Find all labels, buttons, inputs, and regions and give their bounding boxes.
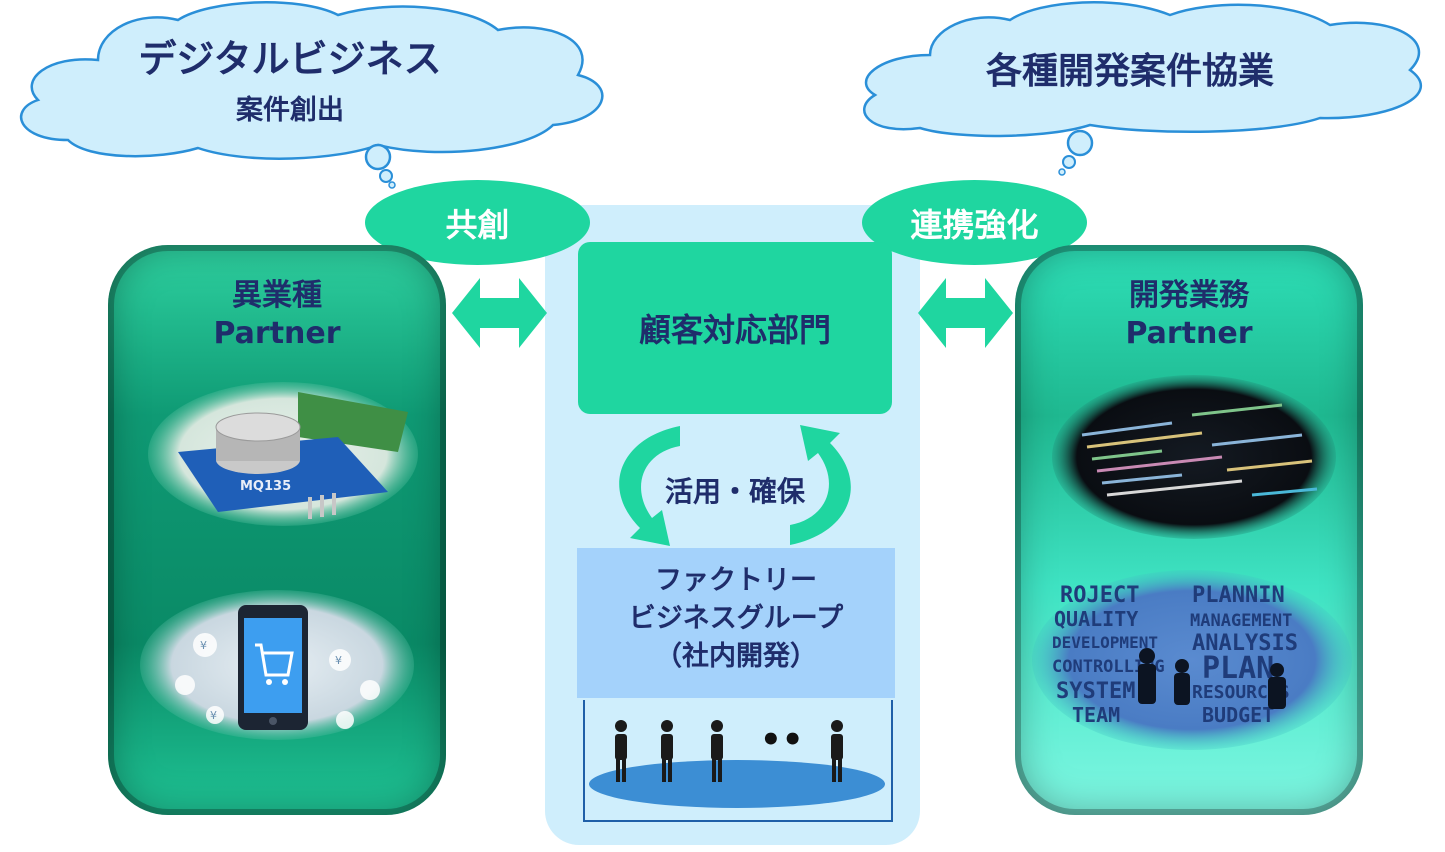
right-partner-label: 開発業務 Partner: [1015, 277, 1363, 353]
word-1: PLANNIN: [1192, 583, 1285, 608]
svg-text:¥: ¥: [335, 654, 342, 667]
left-partner-line2: Partner: [213, 316, 341, 351]
chip-label: MQ135: [240, 479, 291, 494]
left-thought-cloud: [19, 1, 604, 189]
person-icon: [831, 720, 843, 782]
left-cloud-title: デジタルビジネス: [138, 37, 442, 81]
word-10: TEAM: [1072, 703, 1120, 727]
word-4: DEVELOPMENT: [1052, 633, 1158, 652]
word-0: ROJECT: [1060, 583, 1139, 608]
factory-line3: （社内開発）: [655, 641, 817, 672]
person-icon: [661, 720, 673, 782]
right-double-arrow: [918, 278, 1013, 348]
person-icons: [615, 720, 843, 782]
person-icon: [615, 720, 627, 782]
svg-text:¥: ¥: [210, 709, 217, 722]
word-6: CONTROLLING: [1052, 657, 1165, 677]
left-cloud-subtitle: 案件創出: [236, 95, 344, 126]
right-cloud-title: 各種開発案件協業: [985, 51, 1274, 92]
word-5: ANALYSIS: [1192, 631, 1298, 656]
word-11: BUDGET: [1202, 703, 1274, 727]
utilize-secure-label: 活用・確保: [664, 475, 805, 508]
cycle-arrows: [619, 425, 851, 546]
sensor-board-photo: MQ135: [148, 382, 418, 526]
word-3: MANAGEMENT: [1190, 611, 1292, 631]
right-thought-cloud: [863, 1, 1423, 176]
word-7: PLAN: [1202, 651, 1274, 686]
customer-dept-box: 顧客対応部門: [578, 242, 892, 414]
word-2: QUALITY: [1054, 607, 1138, 631]
word-9: RESOURCES: [1192, 682, 1290, 703]
svg-text:¥: ¥: [200, 639, 207, 652]
business-words-photo: ROJECT PLANNIN QUALITY MANAGEMENT DEVELO…: [1032, 570, 1352, 750]
smartphone-shopping-photo: ¥ ¥ ¥: [140, 590, 414, 740]
ellipsis-dots: ••: [760, 720, 804, 760]
staff-illustration: [589, 720, 885, 808]
code-screen-photo: [1052, 375, 1336, 539]
factory-business-group-box: ファクトリー ビジネスグループ （社内開発）: [577, 548, 895, 698]
left-partner-line1: 異業種: [232, 278, 322, 313]
left-double-arrow: [452, 278, 547, 348]
right-partner-line1: 開発業務: [1129, 278, 1249, 313]
word-8: SYSTEM: [1056, 679, 1135, 704]
left-partner-label: 異業種 Partner: [108, 277, 446, 353]
factory-line2: ビジネスグループ: [628, 603, 844, 634]
right-partner-line2: Partner: [1125, 316, 1253, 351]
factory-line1: ファクトリー: [655, 565, 817, 596]
person-icon: [711, 720, 723, 782]
